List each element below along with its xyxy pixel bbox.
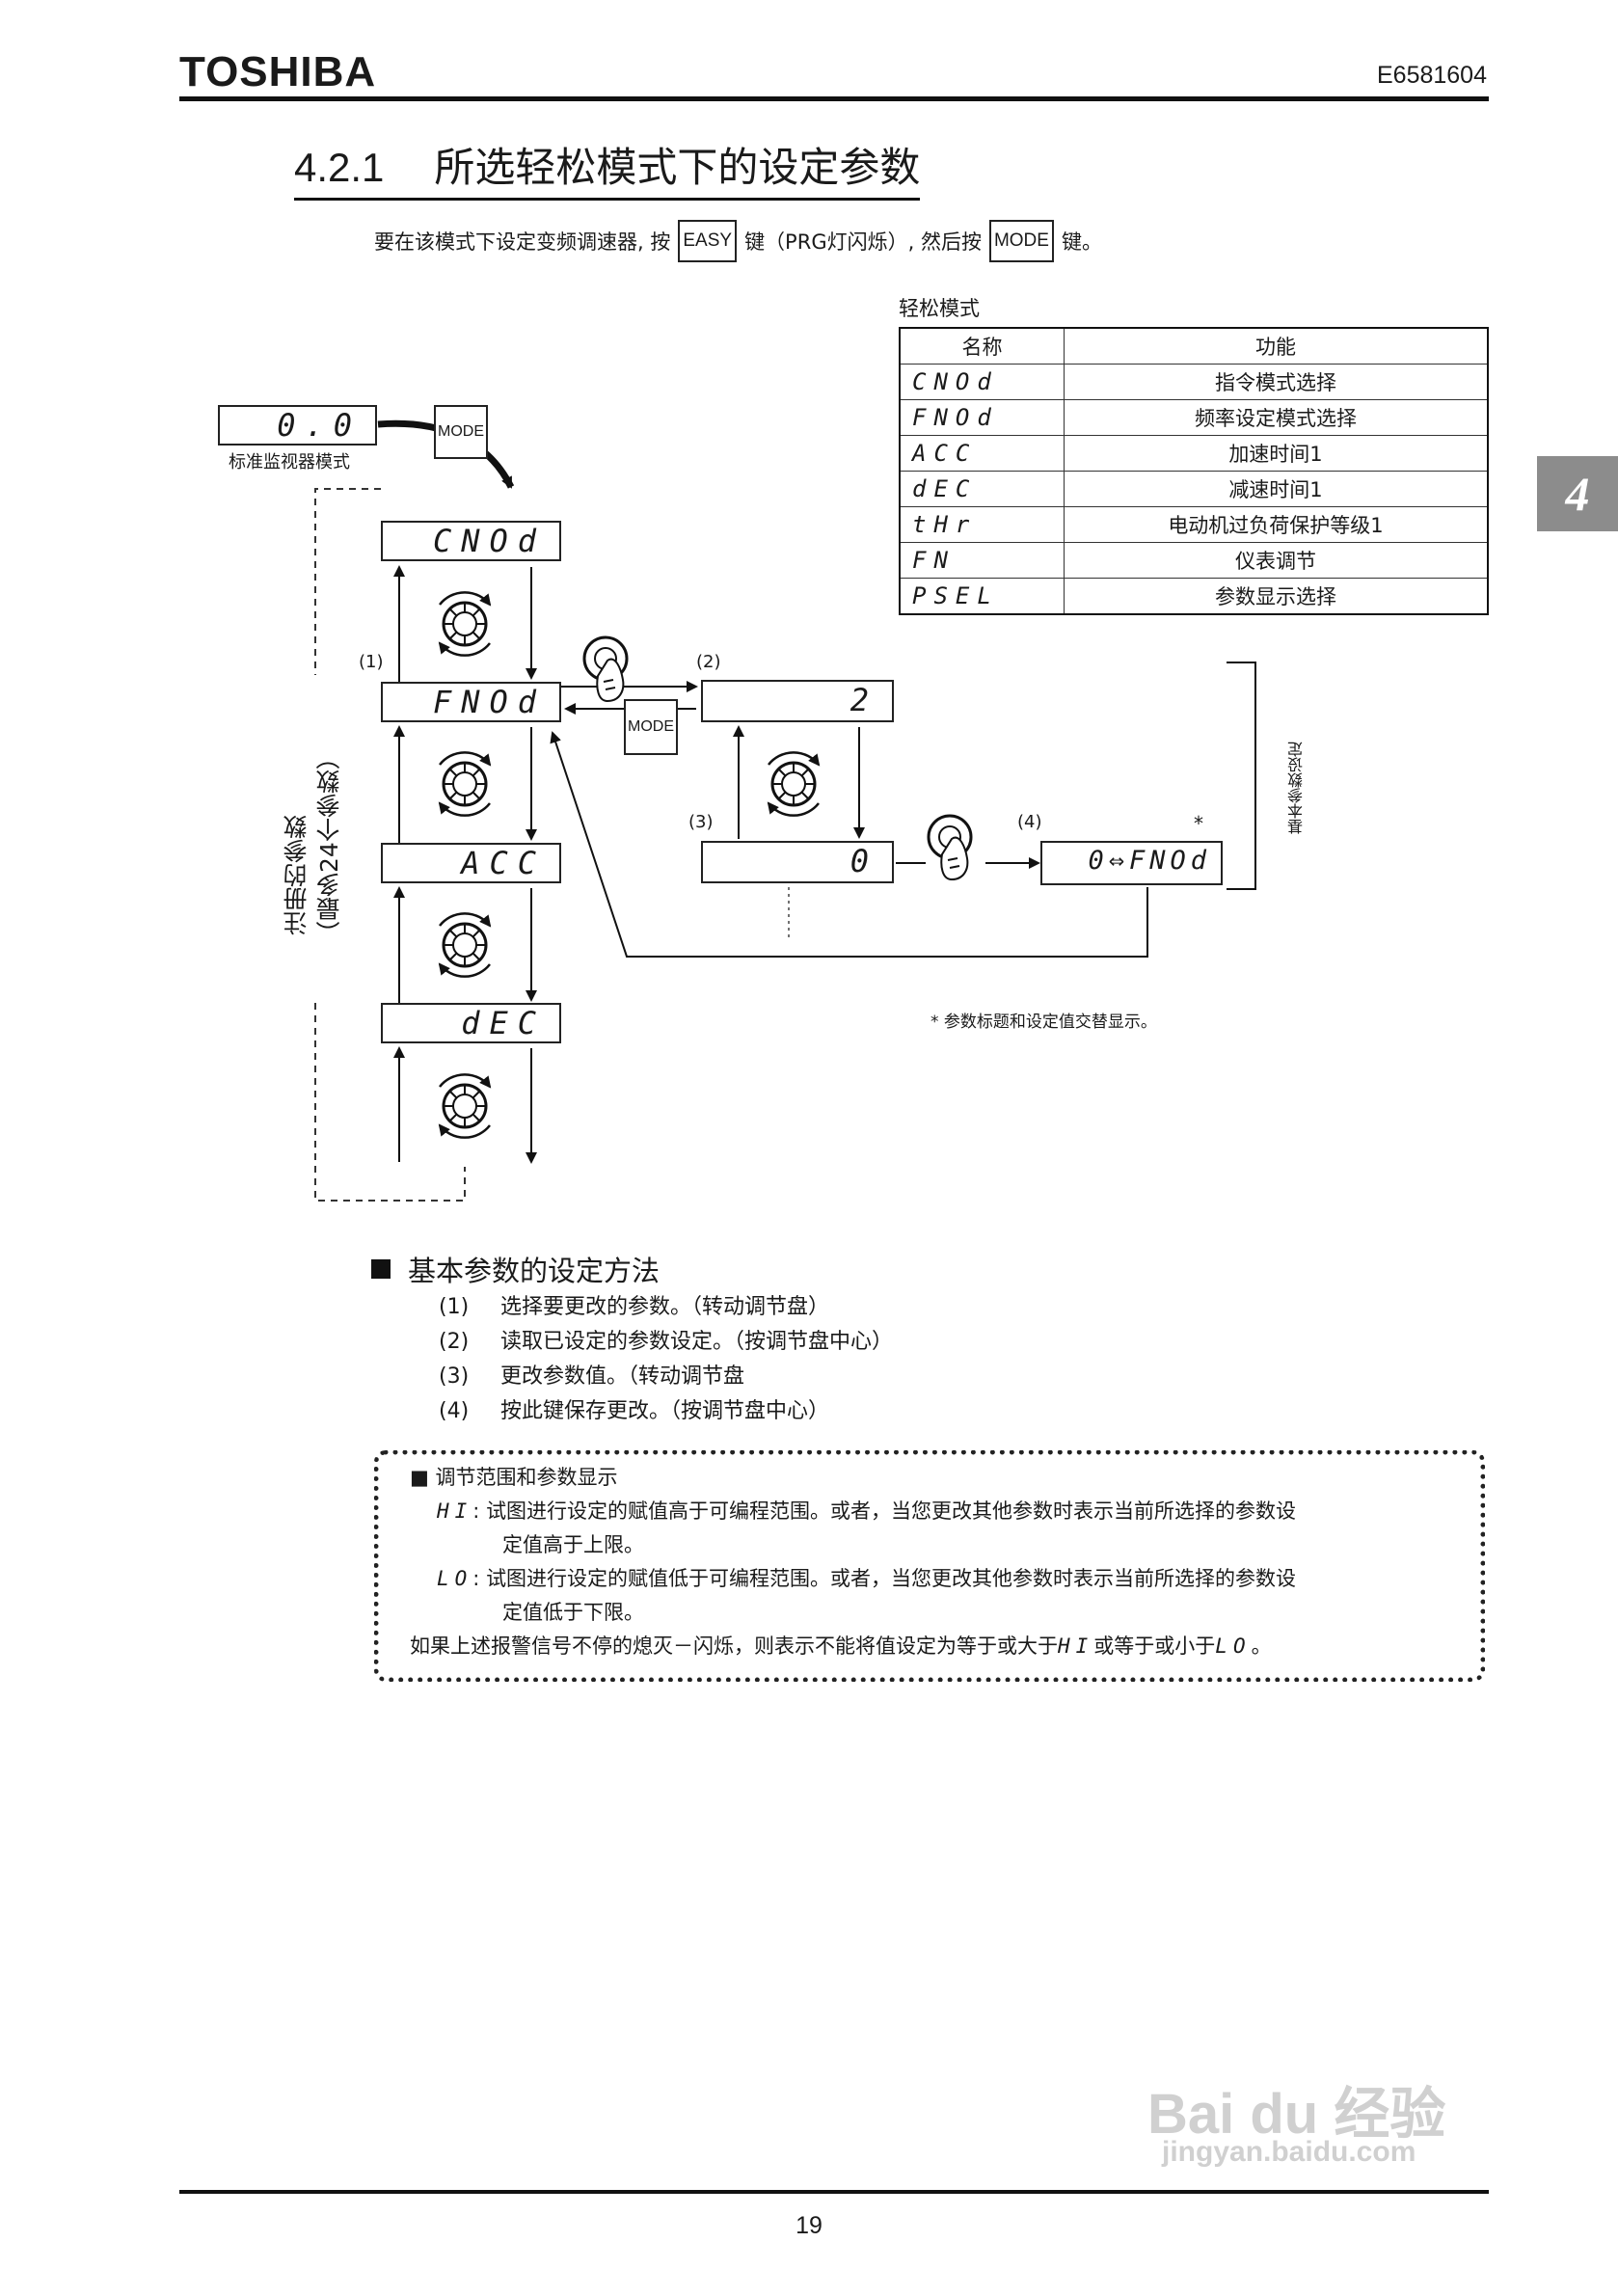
param-display-cnod: CNOd	[381, 521, 561, 561]
dial-press-icon	[927, 814, 973, 881]
easy-key: EASY	[678, 220, 738, 262]
document-number: E6581604	[1376, 62, 1487, 89]
param-function: 减速时间1	[1064, 471, 1489, 507]
method-heading-text: 基本参数的设定方法	[408, 1255, 661, 1287]
asterisk-marker: *	[1194, 812, 1203, 835]
header-rule	[179, 96, 1489, 101]
basic-setting-label: 基本参数设定	[1287, 742, 1306, 834]
monitor-label: 标准监视器模式	[229, 452, 350, 473]
param-function: 频率设定模式选择	[1064, 399, 1489, 436]
param-code: FN	[899, 542, 1065, 579]
param-function: 参数显示选择	[1064, 578, 1489, 615]
monitor-display: 0.0	[218, 405, 377, 446]
param-function: 指令模式选择	[1064, 364, 1489, 400]
note-lo-line-2: 定值低于下限。	[502, 1601, 644, 1624]
step-marker-4: (4)	[1017, 812, 1042, 832]
param-display-dec: dEC	[381, 1003, 561, 1043]
dial-rotate-icon	[440, 592, 490, 655]
list-item: (2)读取已设定的参数设定。（按调节盘中心）	[439, 1330, 894, 1354]
footer-rule	[179, 2190, 1489, 2194]
note-hi-line: HI: 试图进行设定的赋值高于可编程范围。或者，当您更改其他参数时表示当前所选择…	[437, 1499, 1297, 1523]
chapter-tab: 4	[1537, 456, 1618, 531]
list-item: (3)更改参数值。（转动调节盘	[439, 1364, 745, 1389]
dial-press-icon	[582, 635, 629, 703]
registered-params-label: 注册的参数	[283, 815, 310, 935]
brand-logo: TOSHIBA	[179, 48, 377, 95]
list-item: (1)选择要更改的参数。（转动调节盘）	[439, 1295, 830, 1319]
watermark-url: jingyan.baidu.com	[1162, 2136, 1416, 2168]
list-item: (4)按此键保存更改。（按调节盘中心）	[439, 1399, 830, 1423]
intro-text: 要在该模式下设定变频调速器, 按 EASY 键（PRG灯闪烁）, 然后按 MOD…	[374, 220, 1102, 262]
value-display-read: 2	[701, 680, 894, 722]
table-caption: 轻松模式	[899, 297, 980, 320]
note-heading: ■ 调节范围和参数显示	[410, 1466, 618, 1489]
method-steps: (1)选择要更改的参数。（转动调节盘） (2)读取已设定的参数设定。（按调节盘中…	[439, 1290, 893, 1429]
mode-key: MODE	[988, 220, 1054, 262]
dial-rotate-icon	[440, 1074, 490, 1137]
note-final-line: 如果上述报警信号不停的熄灭－闪烁，则表示不能将值设定为等于或大于HI或等于或小于…	[410, 1634, 1272, 1658]
watermark-logo: Bai du 经验	[1147, 2083, 1446, 2146]
intro-part-1: 要在该模式下设定变频调速器, 按	[374, 230, 671, 254]
registered-params-limit: （最多24个参数）	[315, 745, 343, 945]
dial-rotate-icon	[769, 752, 819, 815]
param-code: ACC	[899, 435, 1065, 472]
dial-rotate-icon	[440, 752, 490, 815]
mode-key-return: MODE	[624, 699, 678, 755]
param-function: 加速时间1	[1064, 435, 1489, 472]
section-title: 4.2.1 所选轻松模式下的设定参数	[294, 135, 921, 201]
section-title-text: 所选轻松模式下的设定参数	[434, 144, 921, 191]
param-display-fnod: FNOd	[381, 682, 561, 722]
step-marker-2: (2)	[696, 652, 721, 672]
note-lo-line: LO: 试图进行设定的赋值低于可编程范围。或者，当您更改其他参数时表示当前所选择…	[437, 1567, 1297, 1590]
flow-diagram	[314, 419, 1256, 1202]
note-hi-line-2: 定值高于上限。	[502, 1533, 644, 1556]
value-display-changed: 0	[701, 841, 894, 883]
param-code: PSEL	[899, 578, 1065, 615]
intro-part-3: 键。	[1061, 230, 1102, 254]
section-number: 4.2.1	[294, 145, 385, 190]
step-marker-1: (1)	[359, 652, 384, 672]
param-function: 仪表调节	[1064, 542, 1489, 579]
square-bullet-icon	[371, 1259, 391, 1279]
param-display-acc: ACC	[381, 843, 561, 883]
note-box: ■ 调节范围和参数显示 HI: 试图进行设定的赋值高于可编程范围。或者，当您更改…	[374, 1450, 1485, 1682]
page-number: 19	[796, 2212, 822, 2239]
method-heading: 基本参数的设定方法	[371, 1249, 660, 1289]
saved-display: 0⇔FNOd	[1040, 841, 1223, 885]
intro-part-2: 键（PRG灯闪烁）, 然后按	[744, 230, 982, 254]
param-code: CNOd	[899, 364, 1065, 400]
mode-key-diagram: MODE	[434, 405, 488, 459]
footnote: * 参数标题和设定值交替显示。	[930, 1013, 1157, 1032]
dial-rotate-icon	[440, 913, 490, 976]
step-marker-3: (3)	[688, 812, 714, 832]
table-header-function: 功能	[1064, 327, 1489, 365]
